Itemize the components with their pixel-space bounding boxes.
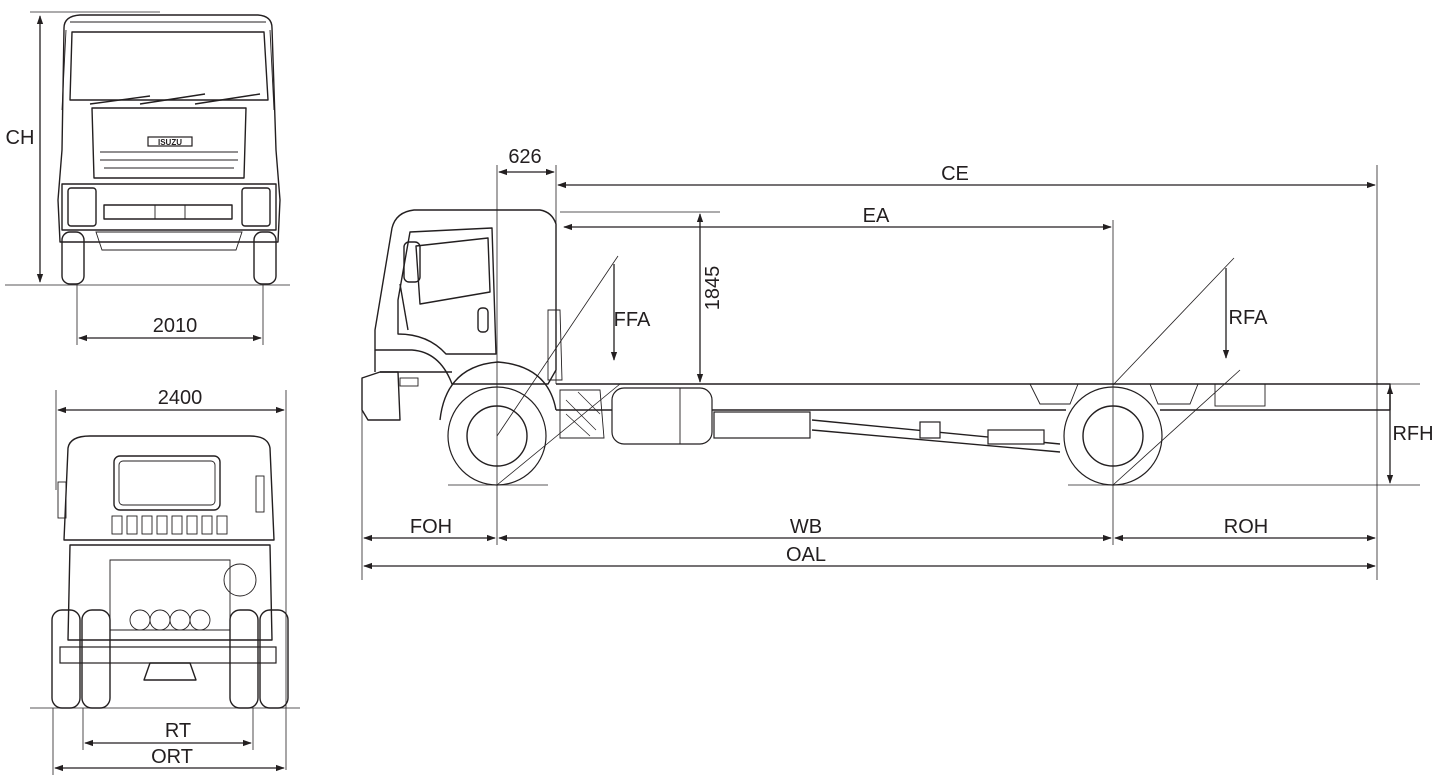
rfa-label: RFA [1229, 307, 1269, 329]
front-logo: ISUZU [158, 138, 182, 147]
width-2400-label: 2400 [158, 387, 203, 409]
dim-1845-label: 1845 [702, 266, 724, 311]
width-2010-label: 2010 [153, 315, 198, 337]
front-view-truck: ISUZU [5, 11, 290, 286]
rt-label: RT [165, 720, 191, 742]
dim-626-label: 626 [508, 146, 541, 168]
oal-label: OAL [786, 544, 826, 566]
ch-label: CH [6, 127, 35, 149]
front-view: ISUZU CH 2010 [5, 11, 290, 345]
wb-label: WB [790, 516, 822, 538]
rear-view-truck [30, 435, 300, 709]
rear-view: 2400 [30, 387, 300, 775]
fuel-tank [611, 387, 713, 445]
rfh-label: RFH [1392, 423, 1433, 445]
ce-label: CE [941, 163, 969, 185]
side-view-truck [361, 209, 1420, 486]
ffa-label: FFA [614, 309, 651, 331]
ea-label: EA [863, 205, 890, 227]
side-view: 626 CE EA 1845 FFA RFA RFH FOH WB ROH [361, 146, 1434, 580]
ort-label: ORT [151, 746, 193, 768]
foh-label: FOH [410, 516, 452, 538]
roh-label: ROH [1224, 516, 1268, 538]
